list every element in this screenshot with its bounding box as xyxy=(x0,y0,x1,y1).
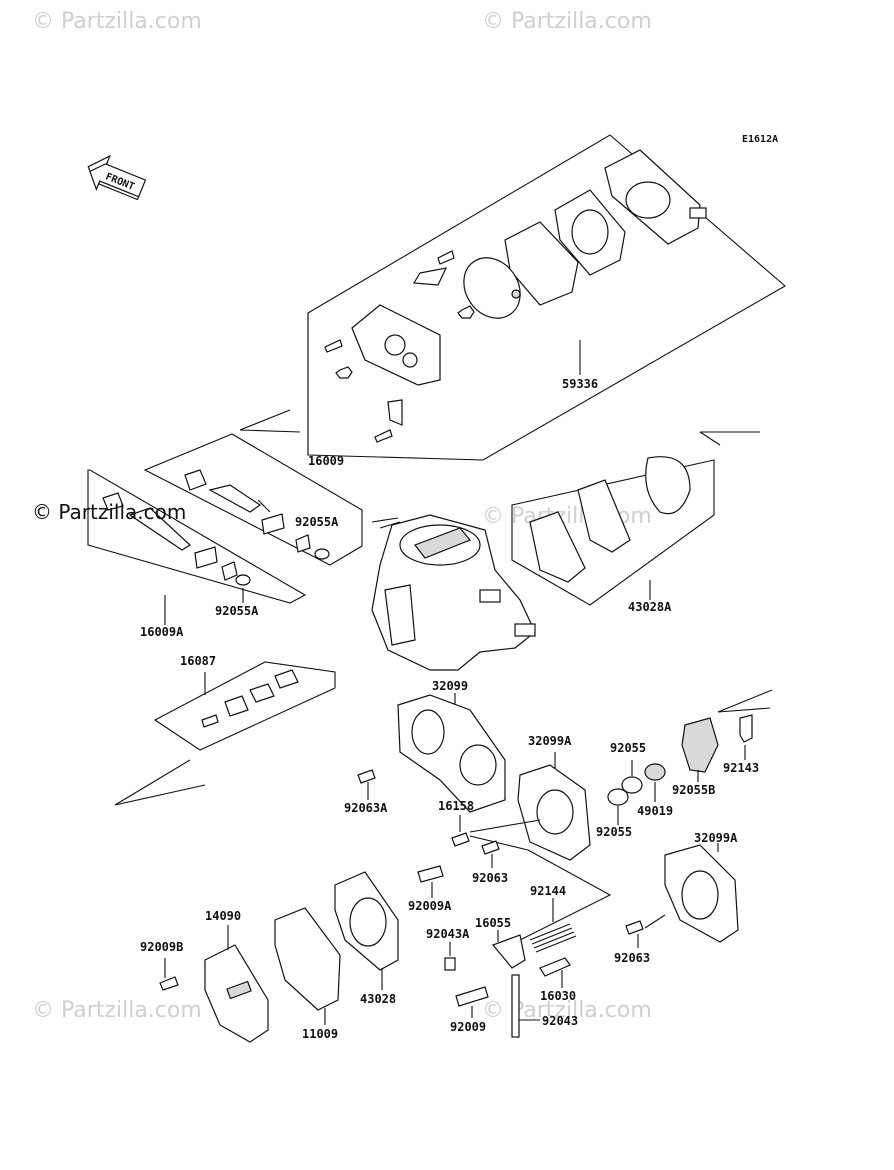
label-92055A-lower: 92055A xyxy=(215,604,259,618)
screw-92063-a xyxy=(481,840,500,855)
label-32099: 32099 xyxy=(432,679,468,693)
kit-43028A-box: 43028A xyxy=(511,456,715,614)
cover-14090: 14090 xyxy=(204,909,269,1043)
carburetor-body xyxy=(371,514,536,671)
spring-92144 xyxy=(529,923,577,953)
label-92055A-upper: 92055A xyxy=(295,515,339,529)
label-16158: 16158 xyxy=(438,799,474,813)
label-59336: 59336 xyxy=(562,377,598,391)
watermark-middle: © Partzilla.com xyxy=(482,504,652,529)
diagram-code: E1612A xyxy=(742,134,778,145)
gasket-11009 xyxy=(274,907,341,1011)
label-49019: 49019 xyxy=(637,804,673,818)
screw-92009 xyxy=(455,986,489,1007)
pin-92043 xyxy=(511,974,520,1038)
label-92063A: 92063A xyxy=(344,801,388,815)
watermark-bottom-left: © Partzilla.com xyxy=(32,998,202,1023)
oring-92055-a xyxy=(621,776,643,794)
needle-16030 xyxy=(539,957,571,977)
kit-16009-box: 16009 92055A xyxy=(143,433,363,566)
lever-16055 xyxy=(491,934,526,969)
part-32099A-lower: 32099A xyxy=(664,831,739,943)
label-92055B: 92055B xyxy=(672,783,715,797)
label-92009: 92009 xyxy=(450,1020,486,1034)
oring-92055-b xyxy=(607,788,629,806)
label-92063-upper: 92063 xyxy=(472,871,508,885)
label-92143: 92143 xyxy=(723,761,759,775)
label-92009B: 92009B xyxy=(140,940,183,954)
screw-92009B xyxy=(159,976,179,991)
screw-92063-b xyxy=(625,920,644,935)
front-arrow-icon: FRONT xyxy=(87,154,147,201)
label-11009: 11009 xyxy=(302,1027,338,1041)
screw-92063A xyxy=(357,769,376,784)
watermark-bottom-right: © Partzilla.com xyxy=(482,998,652,1023)
label-92009A: 92009A xyxy=(408,899,452,913)
label-14090: 14090 xyxy=(205,909,241,923)
part-32099: 32099 xyxy=(397,679,506,813)
screw-16158 xyxy=(451,832,470,847)
label-43028A: 43028A xyxy=(628,600,672,614)
screw-92009A xyxy=(417,865,444,883)
kit-16087-box: 16087 xyxy=(153,654,336,751)
copyright-text: © Partzilla.com xyxy=(32,500,187,524)
watermark-group: © Partzilla.com © Partzilla.com © Partzi… xyxy=(32,9,652,1023)
label-92055-lower: 92055 xyxy=(596,825,632,839)
label-32099A-lower: 32099A xyxy=(694,831,738,845)
watermark-top-right: © Partzilla.com xyxy=(482,9,652,34)
part-32099A-upper: 32099A xyxy=(517,734,591,861)
label-16030: 16030 xyxy=(540,989,576,1003)
label-32099A-upper: 32099A xyxy=(528,734,572,748)
label-16087: 16087 xyxy=(180,654,216,668)
watermark-top-left: © Partzilla.com xyxy=(32,9,202,34)
label-43028: 43028 xyxy=(360,992,396,1006)
label-92043A: 92043A xyxy=(426,927,470,941)
label-92043: 92043 xyxy=(542,1014,578,1028)
label-92063-lower: 92063 xyxy=(614,951,650,965)
pin-92043A xyxy=(444,957,456,971)
label-92055-upper: 92055 xyxy=(610,741,646,755)
cap-49019 xyxy=(644,763,666,781)
label-16009: 16009 xyxy=(308,454,344,468)
cover-92055B xyxy=(681,717,719,773)
kit-59336-box: 59336 xyxy=(307,134,786,461)
label-92144: 92144 xyxy=(530,884,566,898)
clip-92143 xyxy=(739,714,753,743)
kit-16009A-box: 92055A 16009A xyxy=(87,469,307,639)
label-16055: 16055 xyxy=(475,916,511,930)
label-16009A: 16009A xyxy=(140,625,184,639)
